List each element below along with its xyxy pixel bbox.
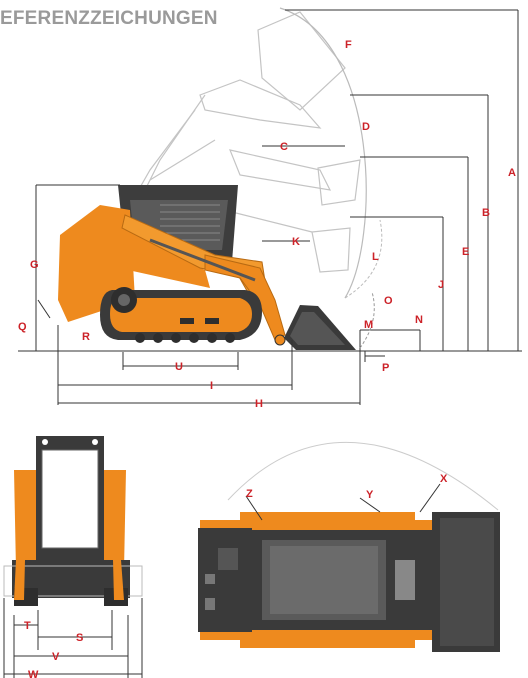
front-dimension-lines [3,598,143,678]
label-B: B [482,207,490,219]
label-Y: Y [366,489,374,501]
machine-top-view [198,441,500,652]
dimension-labels: A B C D E F G H I J K L M N O P Q R U T … [18,39,516,678]
label-G: G [30,259,39,271]
label-L: L [372,251,379,263]
label-D: D [362,121,370,133]
label-Z: Z [246,488,253,500]
machine-front-view [3,436,143,606]
machine-side-view [58,185,356,350]
label-J: J [438,279,444,291]
label-S: S [76,632,83,644]
label-C: C [280,141,288,153]
dimension-lines [18,9,522,405]
label-H: H [255,398,263,410]
label-W: W [28,669,39,678]
label-T: T [24,620,31,632]
label-M: M [364,319,373,331]
label-X: X [440,473,448,485]
label-E: E [462,246,469,258]
label-O: O [384,295,393,307]
label-N: N [415,314,423,326]
label-V: V [52,651,60,663]
label-P: P [382,362,389,374]
label-F: F [345,39,352,51]
top-dimension-lines [245,483,441,521]
page-title: EFERENZZEICHUNGEN [0,8,218,29]
label-A: A [508,167,516,179]
label-R: R [82,331,90,343]
label-I: I [210,380,213,392]
label-U: U [175,361,183,373]
label-K: K [292,236,300,248]
label-Q: Q [18,321,27,333]
